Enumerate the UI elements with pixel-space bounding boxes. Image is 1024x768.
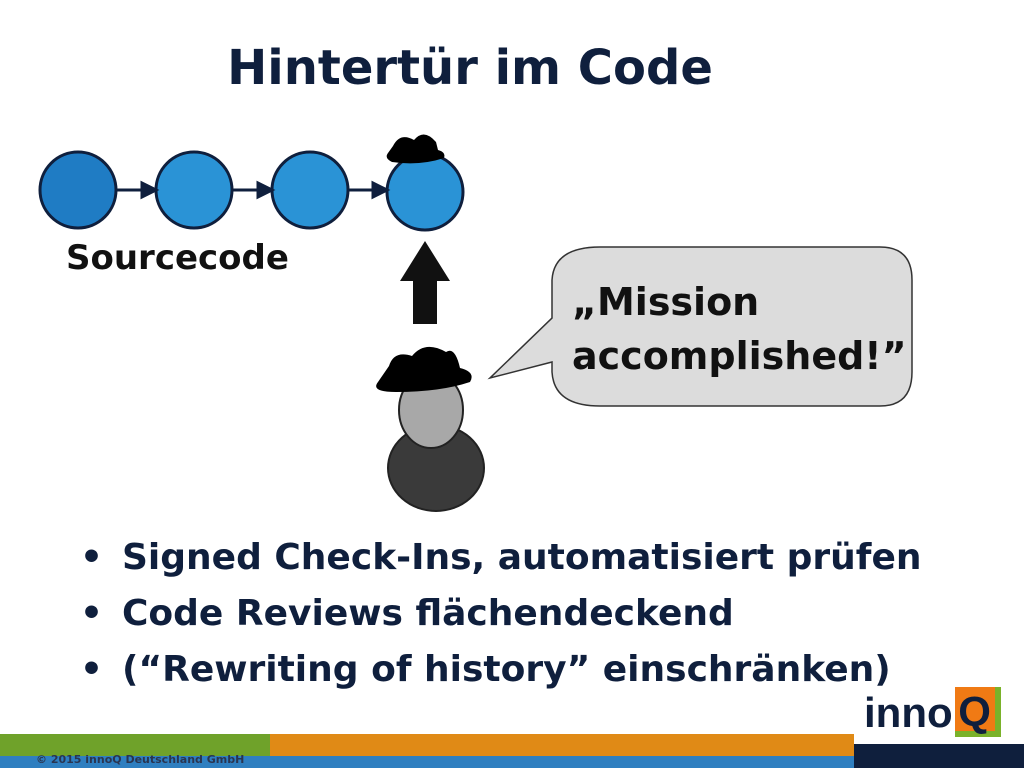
footer-bar-green	[0, 734, 270, 756]
slide-title: Hintertür im Code	[227, 40, 713, 96]
footer-bars	[0, 734, 1024, 768]
footer-bar-blue	[0, 756, 854, 768]
bullet-text: (“Rewriting of history” einschränken)	[122, 649, 891, 690]
speech-bubble	[487, 246, 913, 407]
bullet-item: • Signed Check-Ins, automatisiert prüfen	[80, 530, 922, 586]
commit-node-3	[270, 150, 350, 230]
spy-hat-icon	[386, 134, 445, 164]
logo-q-box: Q	[954, 687, 1001, 737]
bullet-dot-icon: •	[80, 537, 104, 578]
commit-node-4-compromised	[385, 152, 465, 232]
sourcecode-label: Sourcecode	[66, 238, 289, 278]
commit-node-2	[154, 150, 234, 230]
bullet-text: Signed Check-Ins, automatisiert prüfen	[122, 537, 922, 578]
up-arrow-icon	[400, 241, 450, 324]
copyright-text: © 2015 innoQ Deutschland GmbH	[36, 753, 245, 766]
speech-bubble-text: „Mission accomplished!”	[572, 280, 907, 378]
footer-bar-orange	[270, 734, 854, 756]
attacker-figure-icon	[376, 346, 485, 512]
commit-node-1	[38, 150, 118, 230]
bullet-dot-icon: •	[80, 593, 104, 634]
bullet-item: • (“Rewriting of history” einschränken)	[80, 642, 922, 698]
footer-bar-navy	[854, 744, 1024, 768]
bullet-list: •Signed Check-Ins, automatisiert prüfen …	[80, 530, 922, 698]
bullet-dot-icon: •	[80, 649, 104, 690]
bullet-item: • Code Reviews flächendeckend	[80, 586, 922, 642]
bullet-text: Code Reviews flächendeckend	[122, 593, 734, 634]
chain-arrows	[116, 180, 391, 200]
logo-text: inno	[864, 689, 953, 736]
innoq-logo: inno Q	[864, 681, 1001, 737]
